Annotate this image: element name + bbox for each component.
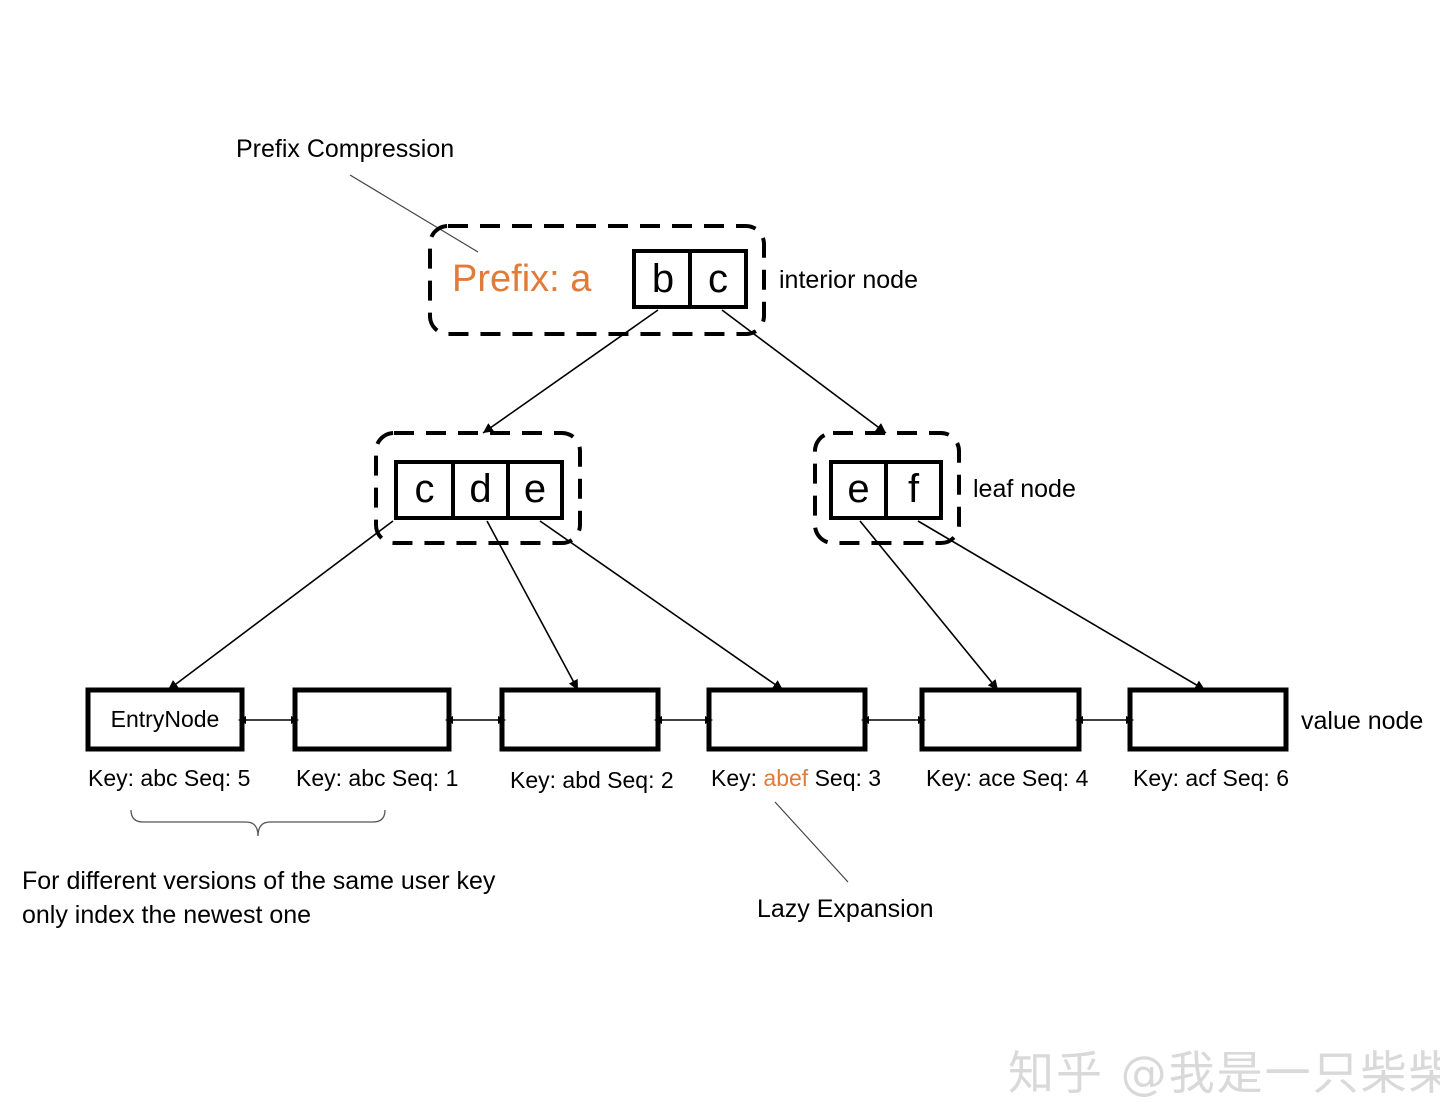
prefix-compression-callout bbox=[349, 174, 479, 253]
interior-node-label: interior node bbox=[779, 266, 918, 294]
edge-e-to-value-5 bbox=[859, 520, 999, 691]
prefix-compression-label: Prefix Compression bbox=[236, 135, 455, 163]
left-inner-key-d: d bbox=[469, 467, 492, 511]
right-inner-key-e: e bbox=[847, 467, 870, 511]
value-4-key-suffix: Seq: 3 bbox=[808, 765, 882, 791]
left-inner-key-c: c bbox=[414, 467, 435, 511]
leaf-node-label: leaf node bbox=[973, 475, 1076, 503]
root-key-b: b bbox=[651, 257, 675, 301]
versions-brace bbox=[130, 809, 386, 837]
edge-e-to-value-4 bbox=[539, 520, 784, 691]
value-node-6 bbox=[1127, 687, 1289, 752]
left-inner-key-e: e bbox=[523, 467, 547, 511]
value-3-key-label: Key: abd Seq: 2 bbox=[510, 767, 674, 793]
edge-f-to-value-6 bbox=[917, 520, 1206, 691]
right-inner-node-dashed-border bbox=[813, 431, 961, 545]
value-2-key-label: Key: abc Seq: 1 bbox=[296, 765, 459, 791]
value-4-key-label: Key: abef Seq: 3 bbox=[711, 767, 881, 790]
value-node-3 bbox=[499, 687, 661, 752]
value-node-1 bbox=[85, 687, 245, 752]
versions-note-line1: For different versions of the same user … bbox=[22, 867, 496, 895]
root-node-dashed-border bbox=[428, 224, 766, 336]
value-node-2 bbox=[292, 687, 452, 752]
right-inner-key-box bbox=[829, 460, 943, 520]
watermark: 知乎 @我是一只柴柴 bbox=[1008, 1046, 1440, 1100]
left-inner-key-box bbox=[394, 460, 564, 520]
lazy-expansion-label: Lazy Expansion bbox=[757, 895, 934, 923]
value-node-5 bbox=[919, 687, 1082, 752]
root-prefix-label: Prefix: a bbox=[452, 258, 592, 300]
edge-root-to-right bbox=[721, 309, 887, 434]
value-4-key-prefix: Key: bbox=[711, 765, 764, 791]
root-key-box bbox=[632, 249, 748, 309]
entry-node-label: EntryNode bbox=[110, 706, 220, 732]
value-4-key-lazy: abef bbox=[763, 765, 809, 791]
edge-d-to-value-3 bbox=[486, 520, 579, 691]
versions-note-line2: only index the newest one bbox=[22, 901, 312, 929]
value-5-key-label: Key: ace Seq: 4 bbox=[926, 765, 1089, 791]
edge-root-to-left bbox=[482, 309, 659, 434]
value-1-key-label: Key: abc Seq: 5 bbox=[88, 765, 251, 791]
edge-c-to-value-1 bbox=[167, 520, 394, 691]
value-node-label: value node bbox=[1301, 707, 1424, 735]
lazy-expansion-callout bbox=[774, 801, 849, 883]
right-inner-key-f: f bbox=[907, 467, 920, 511]
value-6-key-label: Key: acf Seq: 6 bbox=[1133, 765, 1289, 791]
root-key-c: c bbox=[708, 257, 728, 301]
left-inner-node-dashed-border bbox=[374, 431, 582, 545]
value-node-4 bbox=[706, 687, 868, 752]
